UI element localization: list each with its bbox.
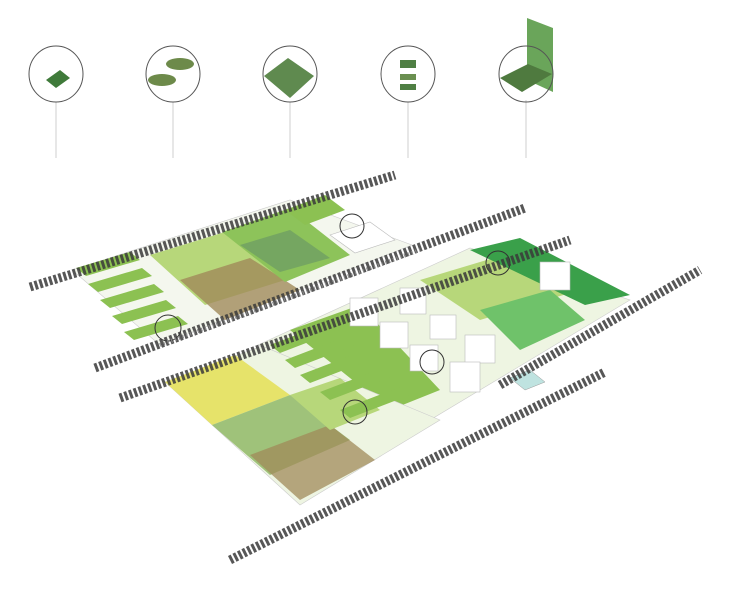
allotment-plots-icon xyxy=(264,58,314,98)
greenhouse-row xyxy=(76,252,188,340)
greenhouse-row xyxy=(270,322,410,418)
tree-row xyxy=(118,235,572,403)
stacked-terrace-garden-icon xyxy=(400,60,416,90)
callout-marker xyxy=(342,399,368,425)
callout-green-wall xyxy=(498,18,554,158)
block-north-west xyxy=(71,195,413,346)
callout-pergola xyxy=(145,45,201,158)
pergola-garden-icon xyxy=(148,58,194,86)
building-cluster xyxy=(349,261,571,393)
callout-allotments xyxy=(262,45,318,158)
callout-row xyxy=(28,18,554,158)
callout-ground-garden xyxy=(28,45,84,158)
callout-marker xyxy=(419,349,445,375)
ground-garden-icon xyxy=(46,70,70,88)
tree-rows xyxy=(28,170,703,565)
tree-row xyxy=(497,266,703,389)
tree-row xyxy=(28,170,397,292)
callout-marker xyxy=(339,213,365,239)
callout-stacked xyxy=(380,45,436,158)
block-south-west xyxy=(164,322,441,506)
tree-row xyxy=(93,203,527,373)
